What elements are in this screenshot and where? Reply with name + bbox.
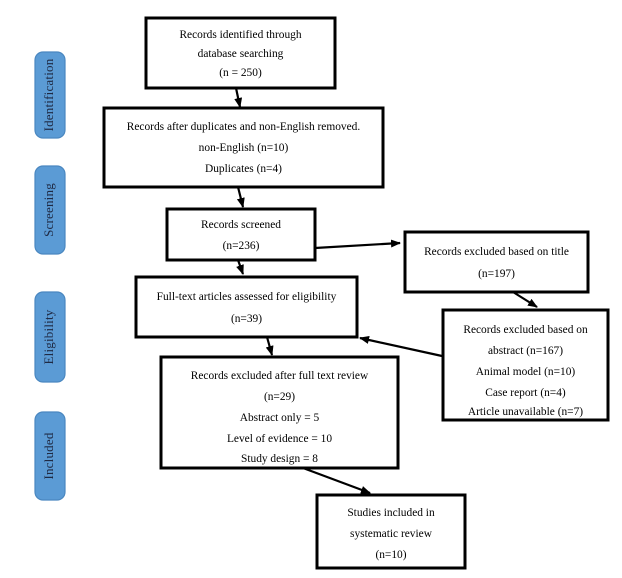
stage-rail: Identification Screening Eligibility Inc…	[34, 51, 66, 501]
stage-tab-screening[interactable]: Screening	[34, 165, 66, 255]
box-records-identified-line-3: (n = 250)	[219, 67, 262, 79]
box-excluded-abstract-line-5: Article unavailable (n=7)	[468, 406, 583, 418]
box-records-after-duplicates-line-2: non-English (n=10)	[199, 142, 289, 154]
box-records-identified-shape	[144, 16, 337, 90]
box-full-text-assessed-line-2: (n=39)	[231, 313, 262, 325]
box-records-after-duplicates-shape	[102, 106, 385, 189]
box-records-identified-line-2: database searching	[198, 48, 284, 60]
stage-tab-included-shape	[34, 411, 66, 501]
box-excluded-abstract-line-3: Animal model (n=10)	[476, 366, 576, 378]
box-records-screened-shape	[165, 207, 317, 262]
stage-tab-identification-shape	[34, 51, 66, 139]
box-excluded-title-line-2: (n=197)	[478, 268, 515, 280]
connector-duplicates-to-screened	[236, 186, 245, 208]
connector-title-to-abstract	[512, 291, 538, 308]
box-studies-included-line-2: systematic review	[350, 528, 433, 540]
box-excluded-abstract-line-4: Case report (n=4)	[485, 387, 566, 399]
box-full-text-assessed-shape	[134, 275, 359, 339]
stage-tab-eligibility-label: Eligibility	[41, 309, 56, 364]
box-excluded-full-text[interactable]: Records excluded after full text review …	[159, 355, 400, 470]
box-studies-included[interactable]: Studies included in systematic review (n…	[315, 493, 467, 570]
connector-excluded-review-to-included	[302, 466, 371, 495]
box-excluded-title-line-1: Records excluded based on title	[424, 246, 569, 258]
box-excluded-full-text-shape	[159, 355, 400, 470]
box-excluded-abstract-line-2: abstract (n=167)	[488, 345, 563, 357]
box-excluded-title[interactable]: Records excluded based on title (n=197)	[403, 230, 590, 294]
box-records-after-duplicates-line-3: Duplicates (n=4)	[205, 163, 282, 175]
box-full-text-assessed[interactable]: Full-text articles assessed for eligibil…	[134, 275, 359, 339]
box-records-after-duplicates-line-1: Records after duplicates and non-English…	[127, 121, 361, 133]
connector-abstract-to-fulltext	[359, 336, 443, 358]
connectors	[234, 87, 538, 495]
box-full-text-assessed-line-1: Full-text articles assessed for eligibil…	[157, 291, 337, 303]
box-records-screened-line-1: Records screened	[201, 219, 281, 231]
box-excluded-abstract[interactable]: Records excluded based on abstract (n=16…	[441, 308, 610, 422]
connector-screened-to-fulltext	[236, 259, 245, 275]
box-excluded-full-text-line-5: Study design = 8	[241, 453, 318, 465]
box-studies-included-line-1: Studies included in	[347, 507, 435, 519]
box-records-after-duplicates[interactable]: Records after duplicates and non-English…	[102, 106, 385, 189]
box-studies-included-shape	[315, 493, 467, 570]
box-excluded-full-text-line-4: Level of evidence = 10	[227, 433, 332, 445]
box-excluded-abstract-line-1: Records excluded based on	[463, 324, 588, 336]
box-records-identified-line-1: Records identified through	[179, 29, 301, 41]
stage-tab-identification[interactable]: Identification	[34, 51, 66, 139]
stage-tab-eligibility[interactable]: Eligibility	[34, 291, 66, 383]
connector-screened-to-excluded-title	[314, 239, 401, 250]
stage-tab-screening-shape	[34, 165, 66, 255]
stage-tab-eligibility-shape	[34, 291, 66, 383]
box-excluded-full-text-line-1: Records excluded after full text review	[191, 370, 369, 382]
stage-tab-identification-label: Identification	[41, 58, 56, 131]
box-records-screened[interactable]: Records screened (n=236)	[165, 207, 317, 262]
box-excluded-title-shape	[403, 230, 590, 294]
box-records-screened-line-2: (n=236)	[223, 240, 260, 252]
box-studies-included-line-3: (n=10)	[375, 549, 406, 561]
connector-identified-to-duplicates	[234, 87, 243, 108]
box-records-identified[interactable]: Records identified through database sear…	[144, 16, 337, 90]
stage-tab-included[interactable]: Included	[34, 411, 66, 501]
box-excluded-full-text-line-2: (n=29)	[264, 391, 295, 403]
box-excluded-abstract-shape	[441, 308, 610, 422]
stage-tab-included-label: Included	[41, 432, 56, 479]
box-excluded-full-text-line-3: Abstract only = 5	[240, 412, 320, 424]
stage-tab-screening-label: Screening	[41, 183, 56, 237]
connector-fulltext-to-excluded-review	[265, 336, 274, 356]
